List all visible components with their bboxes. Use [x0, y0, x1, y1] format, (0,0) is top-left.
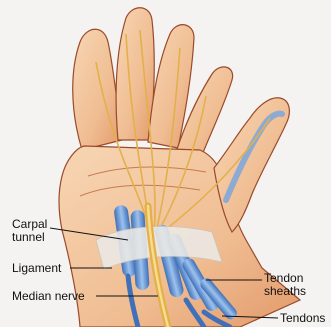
label-carpal-tunnel-line1: Carpal	[12, 218, 47, 230]
label-carpal-tunnel-line2: tunnel	[12, 231, 45, 243]
thumb	[214, 98, 289, 232]
label-median-nerve: Median nerve	[12, 290, 85, 302]
label-tendons: Tendons	[280, 312, 325, 324]
label-tendon-sheaths-line1: Tendon	[264, 272, 303, 284]
label-tendon-sheaths-line2: sheaths	[264, 285, 306, 297]
index-finger	[73, 29, 122, 150]
label-ligament: Ligament	[12, 262, 61, 274]
